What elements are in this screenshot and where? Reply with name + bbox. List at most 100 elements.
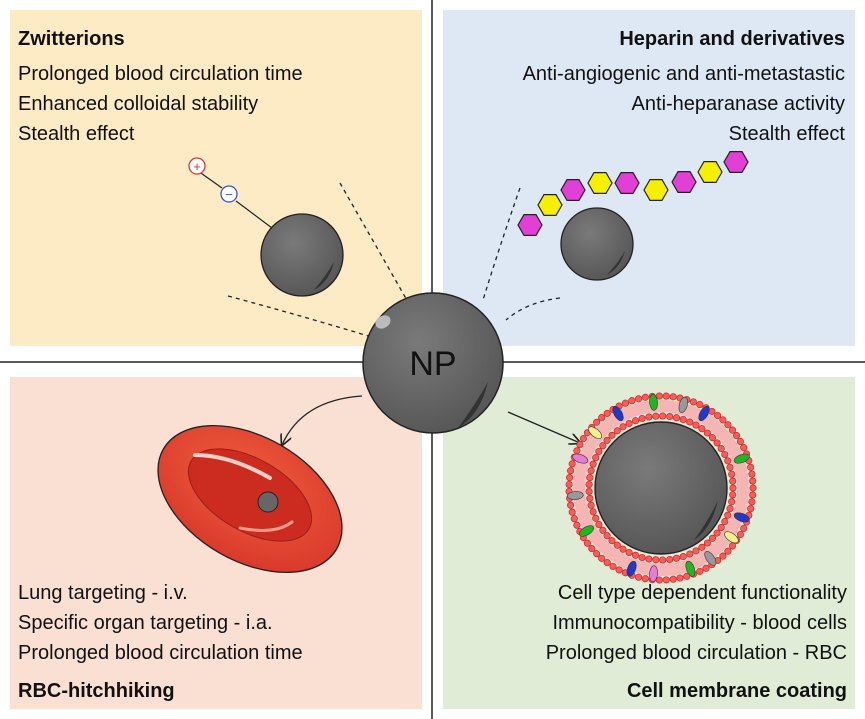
- heparin-panel: [443, 10, 855, 346]
- sugar-unit-hexagon: [560, 179, 586, 201]
- channel-protein: [649, 394, 658, 411]
- lipid-head: [672, 554, 681, 562]
- lipid-head: [719, 552, 727, 560]
- lipid-head: [703, 539, 711, 547]
- arrow-to-rbc: [282, 395, 363, 445]
- lipid-head: [609, 562, 617, 571]
- cholesterol: [704, 551, 717, 566]
- channel-protein: [733, 453, 750, 464]
- lipid-head: [567, 501, 575, 509]
- lipid-head: [567, 467, 575, 475]
- lipid-head: [587, 467, 595, 475]
- glycoprotein: [649, 565, 658, 582]
- zwitterions-property: Enhanced colloidal stability: [18, 93, 259, 115]
- lipid-head: [672, 414, 681, 422]
- rbc-property: Lung targeting - i.v.: [18, 582, 188, 604]
- lipid-head: [608, 431, 616, 439]
- channel-protein: [685, 560, 696, 577]
- lipid-head: [603, 532, 611, 540]
- lipid-head: [686, 418, 694, 426]
- lipid-head: [638, 553, 646, 562]
- lipid-head: [662, 392, 670, 400]
- lipid-head: [696, 401, 704, 409]
- heparin-title: Heparin and derivatives: [619, 28, 845, 50]
- lipid-head: [579, 434, 587, 443]
- membrane-property: Immunocompatibility - blood cells: [552, 612, 847, 634]
- lipid-head: [659, 556, 667, 564]
- lipid-head: [713, 529, 721, 537]
- receptor-protein: [612, 405, 624, 422]
- lipid-head: [714, 411, 722, 420]
- lipid-head: [592, 514, 600, 522]
- lipid-head: [599, 526, 607, 534]
- heparin-property: Anti-heparanase activity: [631, 93, 845, 115]
- lipid-head: [736, 437, 744, 446]
- receptor-protein: [626, 560, 637, 577]
- lipid-head: [726, 505, 734, 513]
- lipid-head: [683, 572, 691, 580]
- lipid-head: [721, 450, 729, 459]
- lipid-head: [583, 539, 591, 547]
- lipid-head: [698, 543, 706, 551]
- lipid-head: [576, 440, 584, 449]
- lipid-head: [598, 414, 606, 422]
- membrane-property: Prolonged blood circulation - RBC: [545, 642, 847, 664]
- lipid-head: [603, 409, 611, 417]
- heparin-chain: [517, 151, 749, 236]
- lipid-head: [724, 511, 732, 519]
- lipid-head: [721, 517, 729, 526]
- lipid-head: [598, 554, 606, 562]
- sugar-unit-hexagon: [614, 172, 640, 194]
- zwitterion-ligand: + −: [188, 157, 273, 229]
- heparin-property: Stealth effect: [728, 123, 845, 145]
- lipid-head: [613, 541, 621, 549]
- lipid-head: [747, 463, 755, 471]
- lipid-head: [625, 419, 633, 428]
- np-label: NP: [409, 345, 457, 383]
- lipid-head: [566, 474, 574, 482]
- lipid-head: [728, 498, 736, 506]
- lipid-head: [676, 574, 684, 582]
- glycoprotein: [572, 453, 589, 464]
- sugar-unit-hexagon: [723, 151, 749, 173]
- lipid-head: [696, 567, 704, 575]
- membrane-title: Cell membrane coating: [626, 680, 847, 702]
- lipid-head: [749, 484, 757, 492]
- negative-charge-icon: [220, 185, 238, 203]
- lipid-head: [652, 556, 660, 564]
- lipid-head: [719, 416, 727, 424]
- sugar-unit-hexagon: [587, 172, 613, 194]
- zwitterions-property: Stealth effect: [18, 123, 135, 145]
- lipid-head: [655, 576, 663, 584]
- lipid-head: [568, 508, 576, 516]
- lipid-head: [603, 436, 611, 444]
- rbc-property: Specific organ targeting - i.a.: [18, 612, 273, 634]
- lipid-head: [608, 537, 616, 545]
- lipid-head: [595, 520, 603, 529]
- positive-charge-icon: [188, 157, 206, 175]
- sugar-unit-hexagon: [517, 214, 543, 236]
- lipid-head: [565, 480, 573, 489]
- lipid-head: [728, 542, 737, 550]
- lipid-head: [669, 393, 677, 401]
- lipid-head: [593, 550, 601, 558]
- lipid-head: [586, 474, 594, 482]
- lipid-head: [585, 480, 593, 489]
- minus-sign: −: [225, 187, 233, 202]
- lipid-head: [708, 407, 716, 415]
- lipid-head: [631, 417, 640, 425]
- zwitterions-property: Prolonged blood circulation time: [18, 63, 303, 85]
- lipid-head: [568, 460, 576, 468]
- lipid-head: [748, 470, 756, 478]
- lipid-head: [603, 559, 611, 567]
- lipid-head: [586, 494, 594, 502]
- channel-protein: [578, 525, 595, 537]
- lipid-head: [619, 545, 627, 553]
- receptor-protein: [733, 512, 750, 523]
- lipid-head: [592, 454, 600, 462]
- lipid-head: [652, 412, 660, 420]
- lipid-head: [724, 421, 732, 429]
- lipid-head: [748, 498, 756, 506]
- lipid-head: [698, 425, 706, 433]
- lipid-head: [638, 414, 646, 423]
